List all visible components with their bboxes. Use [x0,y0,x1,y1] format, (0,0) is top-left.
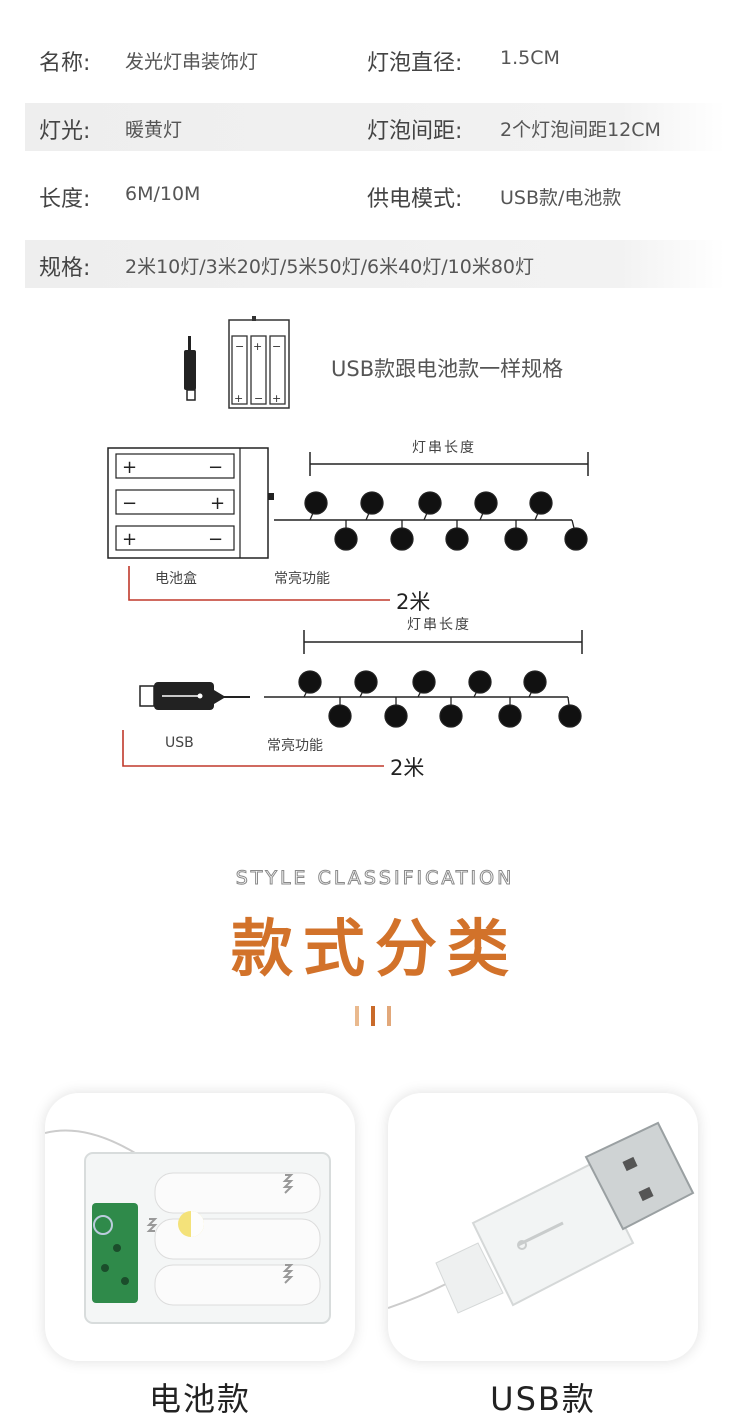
usb-plug-label: USB [165,735,194,751]
usb-and-battery-icon: − + − + − + [184,316,290,409]
svg-text:+: + [122,529,137,550]
divider-bars [355,1006,391,1030]
battery-string-diagram: + − − + + − [107,447,589,601]
section-subtitle-en: STYLE CLASSIFICATION [235,867,515,890]
spec-label: 供电模式: [367,187,463,212]
spec-value: USB款/电池款 [500,187,622,209]
svg-text:−: − [208,457,223,478]
spec-label: 名称: [39,51,91,76]
spec-label: 规格: [39,256,91,281]
battery-box-label: 电池盒 [155,571,197,587]
svg-text:−: − [254,392,263,405]
spec-value: 2米10灯/3米20灯/5米50灯/6米40灯/10米80灯 [125,256,535,278]
spec-row-spec: 规格: 2米10灯/3米20灯/5米50灯/6米40灯/10米80灯 [25,240,725,288]
spec-value: 1.5CM [500,47,560,69]
section-title-cn: 款式分类 [230,912,519,985]
spec-value: 6M/10M [125,183,201,205]
usb-plug-photo-icon [388,1121,695,1314]
usb-style-label: USB款 [490,1380,596,1418]
meter-label: 2米 [390,756,425,780]
spec-value: 2个灯泡间距12CM [500,119,661,141]
spec-label: 灯泡直径: [367,51,463,76]
spec-value: 发光灯串装饰灯 [125,51,259,73]
svg-text:+: + [272,392,281,405]
mode-label: 常亮功能 [274,571,330,587]
same-spec-note: USB款跟电池款一样规格 [331,357,564,381]
spec-label: 长度: [39,187,91,212]
length-title: 灯串长度 [407,617,471,633]
length-title: 灯串长度 [412,440,476,456]
battery-style-card[interactable] [45,1093,355,1361]
spec-row-length: 长度: 6M/10M 供电模式: USB款/电池款 [25,171,725,219]
spec-label: 灯泡间距: [367,119,463,144]
battery-box-photo-icon [45,1129,331,1324]
spec-row-name: 名称: 发光灯串装饰灯 灯泡直径: 1.5CM [25,35,725,83]
usb-string-diagram [122,630,583,767]
meter-label: 2米 [396,590,431,614]
spec-row-light: 灯光: 暖黄灯 灯泡间距: 2个灯泡间距12CM [25,103,725,151]
svg-text:−: − [235,340,244,353]
svg-text:+: + [210,493,225,514]
spec-label: 灯光: [39,119,91,144]
svg-text:+: + [122,457,137,478]
spec-value: 暖黄灯 [125,119,183,141]
svg-text:−: − [122,493,137,514]
svg-text:+: + [253,340,262,353]
battery-style-label: 电池款 [148,1380,251,1418]
svg-text:−: − [272,340,281,353]
usb-style-card[interactable] [388,1093,698,1361]
mode-label: 常亮功能 [267,738,323,754]
svg-text:−: − [208,529,223,550]
svg-text:+: + [234,392,243,405]
